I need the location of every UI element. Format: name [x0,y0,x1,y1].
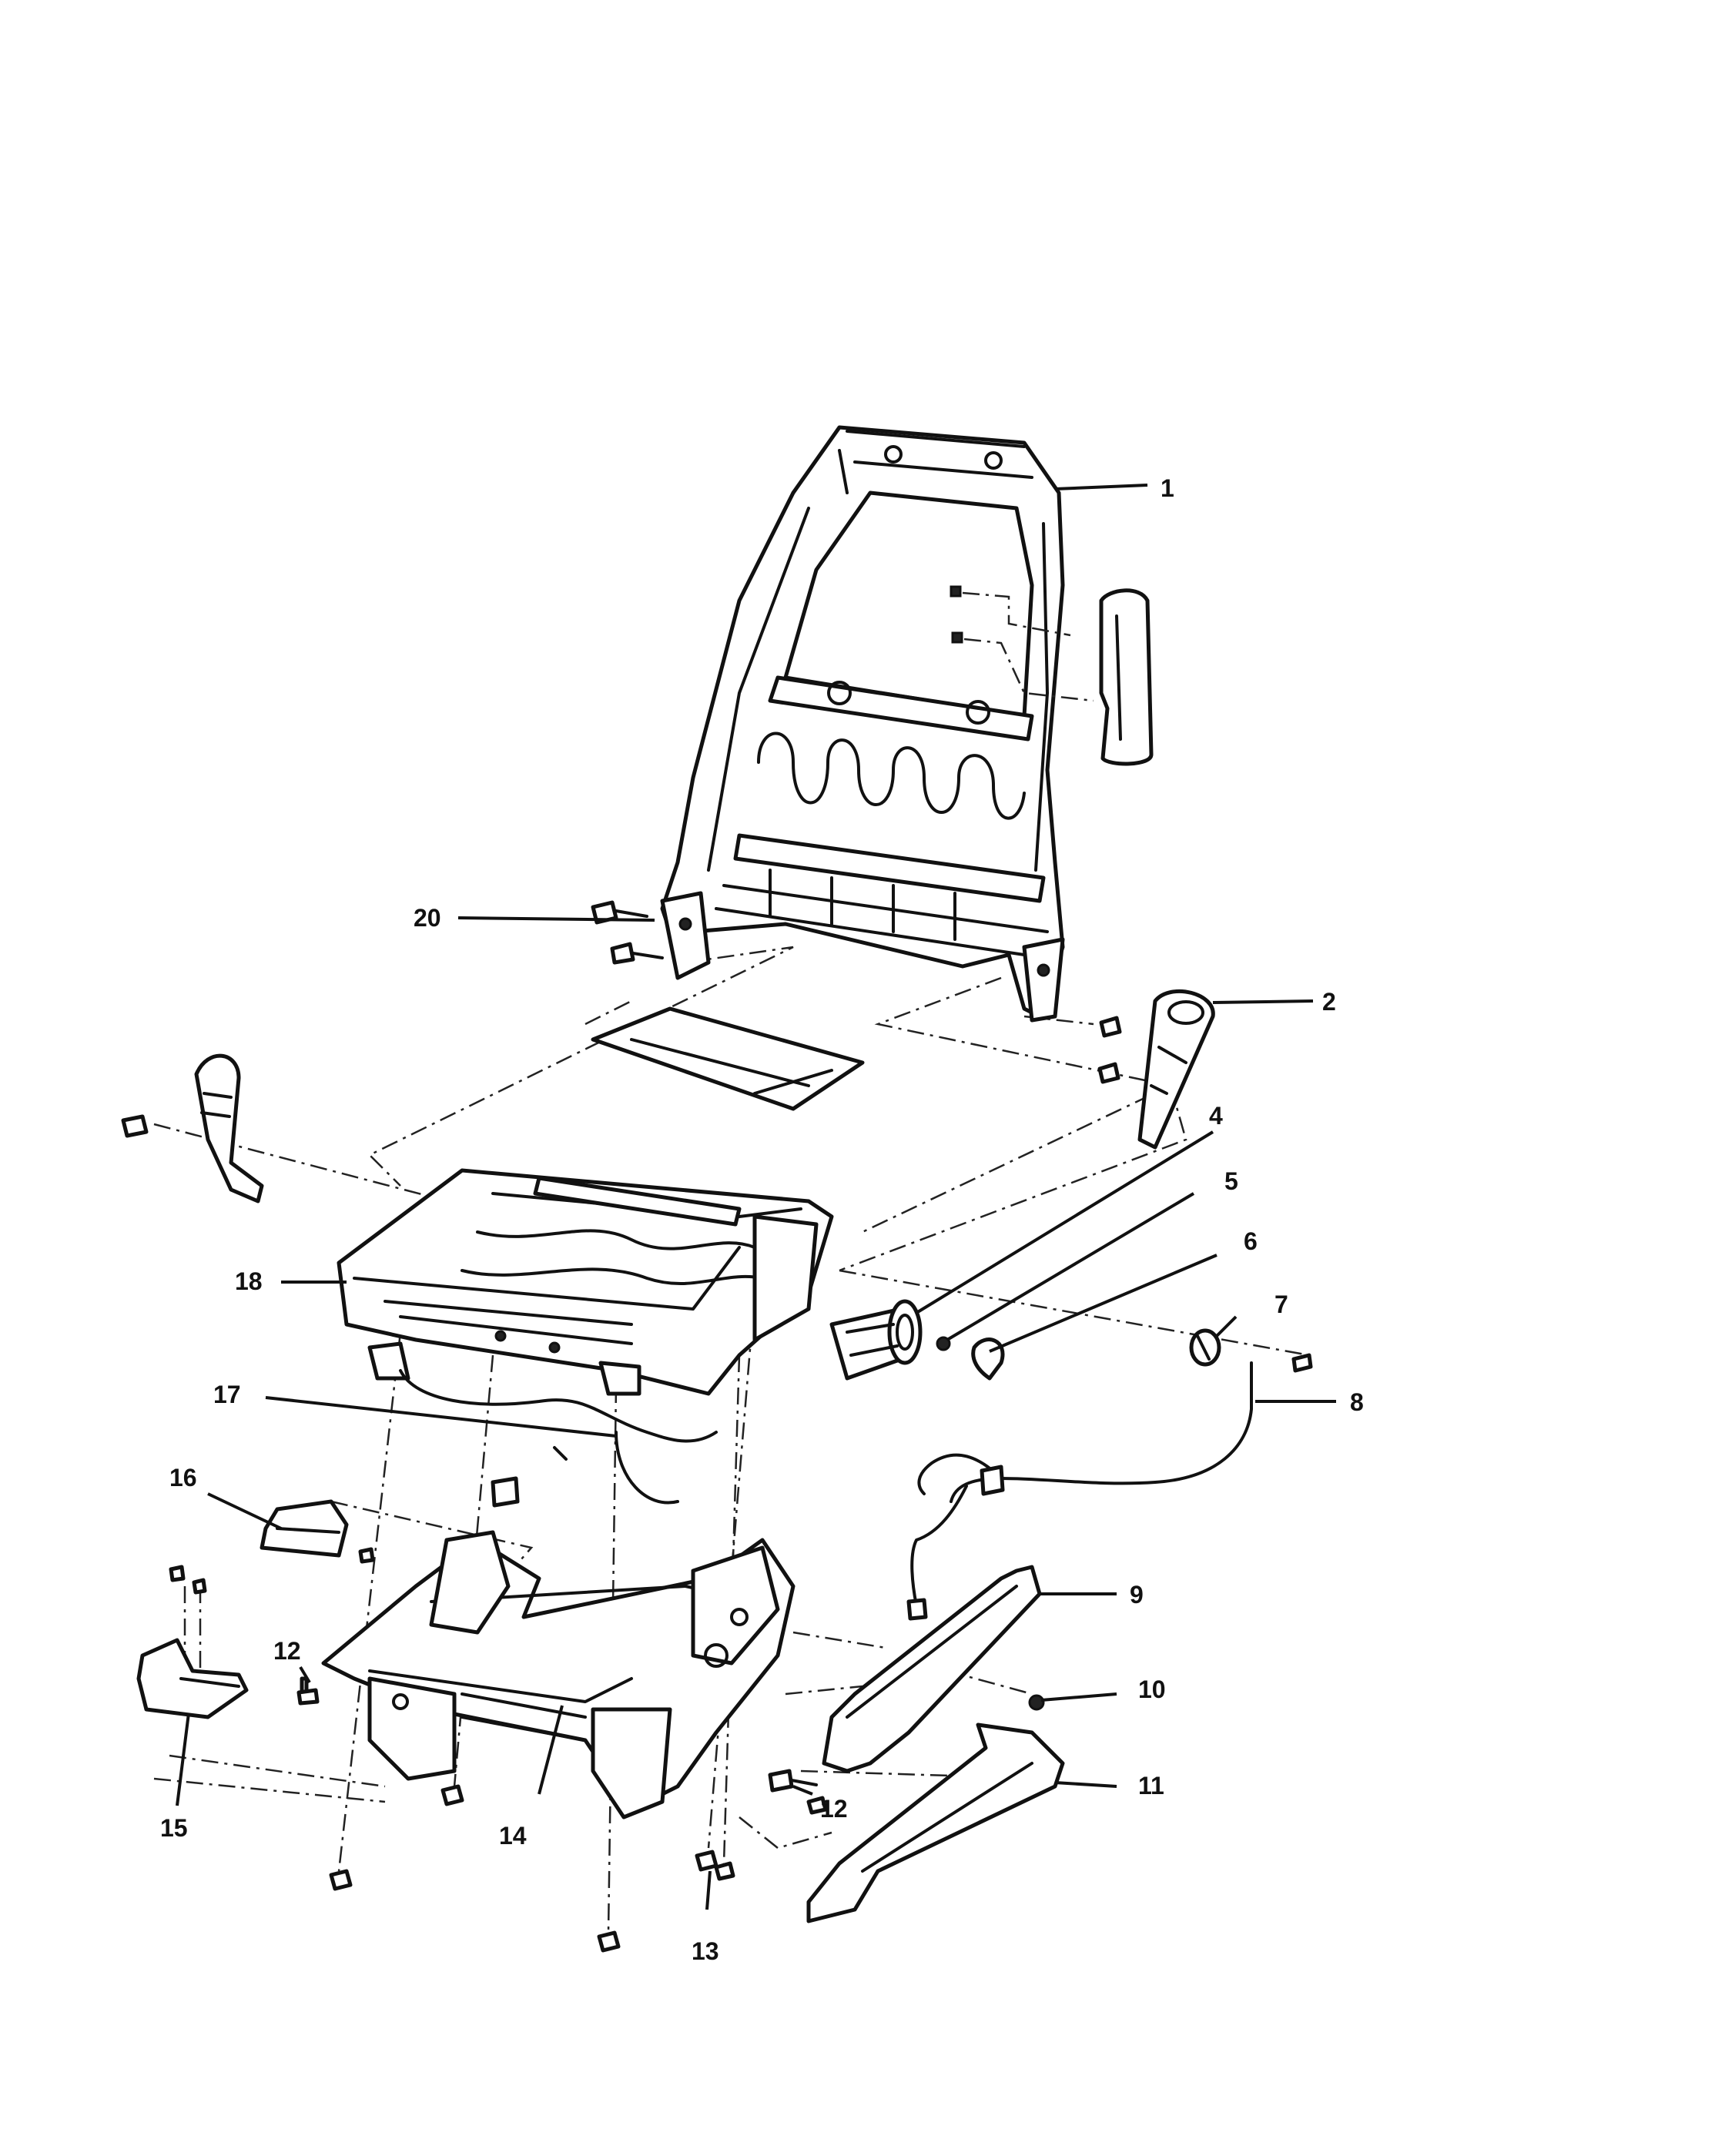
callout-20: 20 [414,904,441,932]
seat-spring-plate [591,1006,865,1111]
callout-14: 14 [499,1822,527,1850]
switch-knob-7 [1189,1328,1313,1373]
callout-10: 10 [1138,1676,1166,1703]
nut-13 [329,1784,828,1953]
cable-harness-8 [906,1361,1253,1621]
bolt-12-right [768,1769,818,1793]
callout-9: 9 [1130,1581,1144,1609]
callout-11: 11 [1138,1772,1164,1799]
callout-17: 17 [213,1381,241,1408]
callout-6: 6 [1244,1227,1258,1255]
callout-2: 2 [1322,988,1336,1016]
bracket-16 [260,1499,375,1564]
callout-5: 5 [1224,1167,1238,1195]
washer-5 [936,1336,951,1351]
front-trim-cover-15 [136,1565,249,1719]
callout-12-left: 12 [273,1637,301,1665]
screw-10 [1028,1694,1045,1711]
seat-adjuster-track-14 [321,1530,796,1820]
recliner-motor-4 [829,1299,923,1381]
seat-back-frame [660,425,1065,1023]
callout-1: 1 [1161,474,1174,502]
recliner-cover-2 [1137,989,1215,1150]
assembly-guide-lines [153,946,1310,1933]
callout-12-right: 12 [820,1795,848,1823]
leader-lines [176,484,1336,1910]
side-shield-bracket [121,1053,264,1204]
callout-8: 8 [1350,1388,1364,1416]
seat-cushion-frame-18 [337,1168,834,1396]
back-panel-clips [950,585,1094,702]
inboard-shield-11 [806,1722,1065,1923]
bolt-12-left [296,1676,320,1706]
bolt-recliner [1097,1016,1122,1084]
callout-16: 16 [169,1464,197,1491]
side-bolster-panel [1099,588,1154,766]
outboard-shield-9 [822,1565,1042,1773]
callout-labels: 1 2 20 4 5 6 7 8 9 10 11 12 12 13 14 15 … [160,474,1364,1965]
wire-harness-17 [399,1369,718,1508]
callout-15: 15 [160,1814,188,1842]
callout-18: 18 [235,1267,263,1295]
callout-13: 13 [692,1937,719,1965]
callout-7: 7 [1274,1291,1288,1318]
bolt-20 [591,900,664,965]
callout-4: 4 [1209,1102,1223,1130]
clip-6 [971,1337,1005,1381]
